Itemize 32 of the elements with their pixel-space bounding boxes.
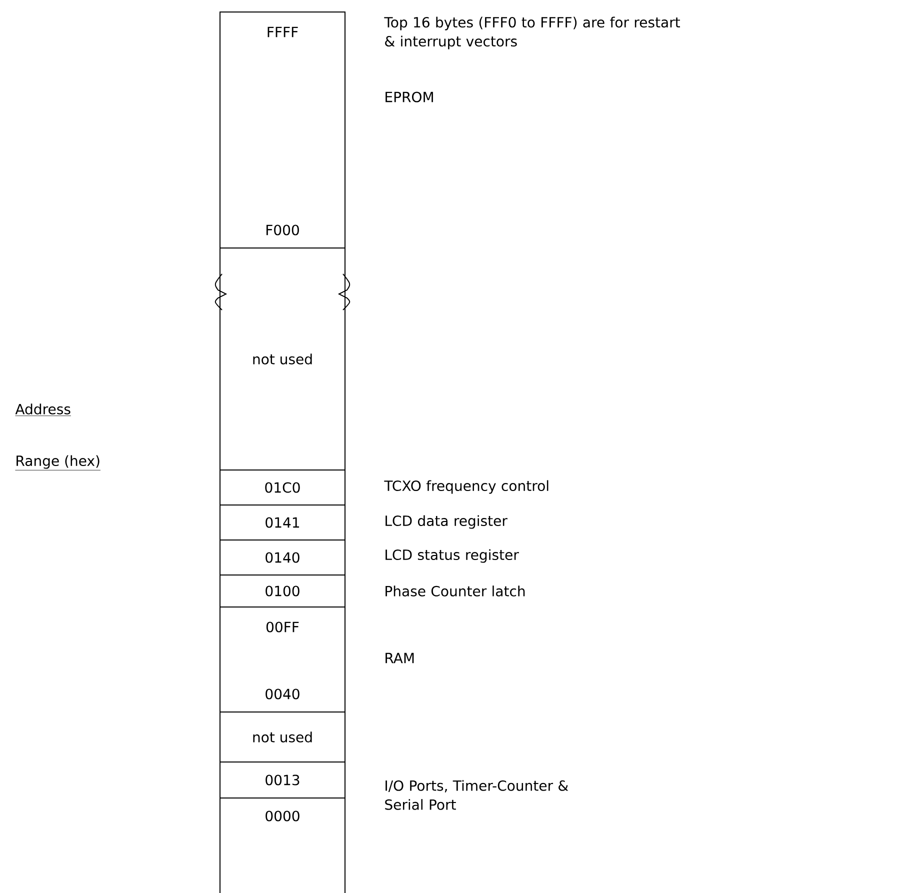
region-description: Top 16 bytes (FFF0 to FFFF) are for restart & interrupt vectors [384, 16, 680, 50]
address-label: 0000 [266, 810, 300, 822]
address-label: 01C0 [265, 482, 300, 493]
region-description: EPROM [386, 92, 433, 102]
region-description: LCD data register [386, 515, 508, 529]
address-label: 0040 [266, 688, 300, 700]
memory-block [220, 798, 346, 893]
region-description: Phase Counter latch [386, 586, 525, 596]
region-description: LCD status register [386, 549, 519, 563]
axis-caption: Range (hex) [15, 455, 101, 470]
memory-block [220, 574, 346, 608]
address-label: 0140 [266, 552, 300, 563]
memory-block [220, 470, 346, 506]
region-description: TCXO frequency control [384, 480, 548, 494]
memory-block [220, 712, 346, 762]
memory-block [220, 248, 346, 470]
address-label: F000 [266, 224, 299, 236]
memory-block [220, 504, 346, 540]
address-label: 0141 [266, 517, 300, 528]
memory-block [220, 540, 346, 576]
region-description: RAM [386, 652, 414, 664]
address-label: not used [253, 732, 312, 742]
memory-block [220, 12, 346, 248]
memory-block [220, 762, 346, 798]
address-label: 0013 [266, 774, 300, 786]
region-description: I/O Ports, Timer-Counter & Serial Port [385, 780, 568, 810]
address-label: FFFF [268, 26, 298, 38]
address-label: 00FF [266, 622, 299, 632]
address-label: 0100 [266, 586, 300, 596]
address-label: not used [253, 354, 312, 364]
memory-block [220, 606, 346, 712]
axis-caption: Address [15, 404, 72, 416]
